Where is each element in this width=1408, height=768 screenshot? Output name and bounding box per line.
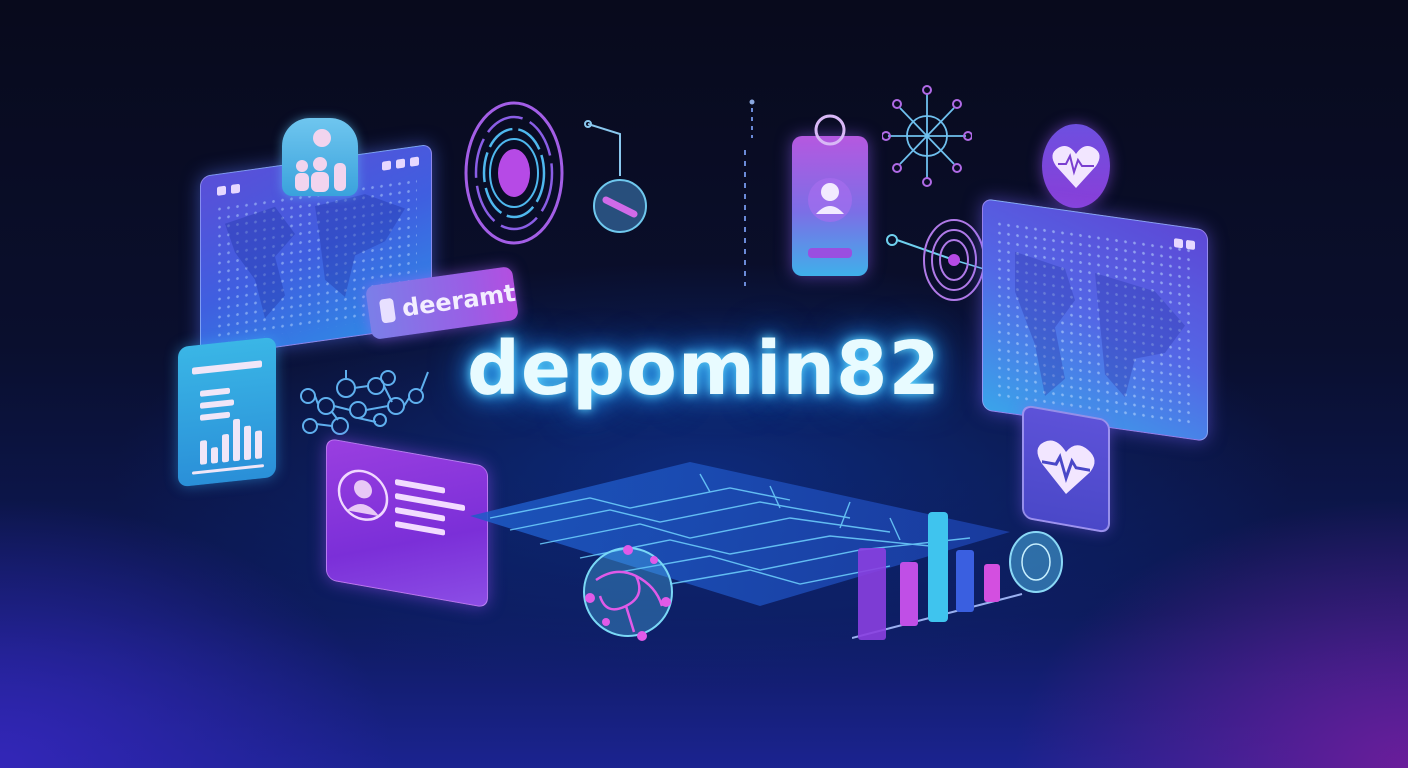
heartbeat-icon [1037, 440, 1095, 494]
chart-bar [200, 440, 207, 465]
chart-bar [244, 425, 251, 461]
window-dot [231, 183, 240, 194]
card-text-line [200, 399, 234, 409]
heartbeat-icon [1042, 124, 1110, 208]
world-map-window-left [200, 143, 432, 359]
world-map-window-right [982, 198, 1208, 442]
id-card-icon [792, 114, 868, 276]
chart-bar [211, 446, 218, 464]
user-avatar-icon [337, 469, 389, 521]
target-rings-icon [464, 101, 564, 245]
headline-title: depomin82 [466, 326, 942, 412]
window-dot [217, 185, 226, 196]
window-dot [382, 160, 391, 171]
user-icon [378, 297, 396, 324]
3d-bar-chart-icon [852, 512, 1063, 640]
chart-baseline [192, 464, 264, 475]
world-map-icon [995, 218, 1195, 428]
card-text-line [200, 387, 230, 397]
pendant-orb-icon [584, 120, 647, 233]
network-hub-icon [882, 85, 972, 187]
chart-bar [233, 418, 240, 462]
chart-bar [222, 433, 229, 463]
window-dot [410, 156, 419, 167]
bar-chart-card [178, 336, 276, 488]
molecule-network-icon [300, 370, 429, 435]
network-globe-icon [583, 545, 673, 641]
window-dot [396, 158, 405, 169]
badge-label: deeramt [400, 278, 518, 323]
heartbeat-card [1022, 404, 1110, 534]
chart-bar [255, 430, 262, 460]
card-header-line [192, 360, 262, 375]
world-map-icon [215, 176, 417, 344]
group-users-cloud-icon [282, 118, 358, 196]
dashed-connector-line [744, 99, 755, 286]
profile-card [326, 437, 488, 609]
card-text-line [200, 411, 230, 421]
